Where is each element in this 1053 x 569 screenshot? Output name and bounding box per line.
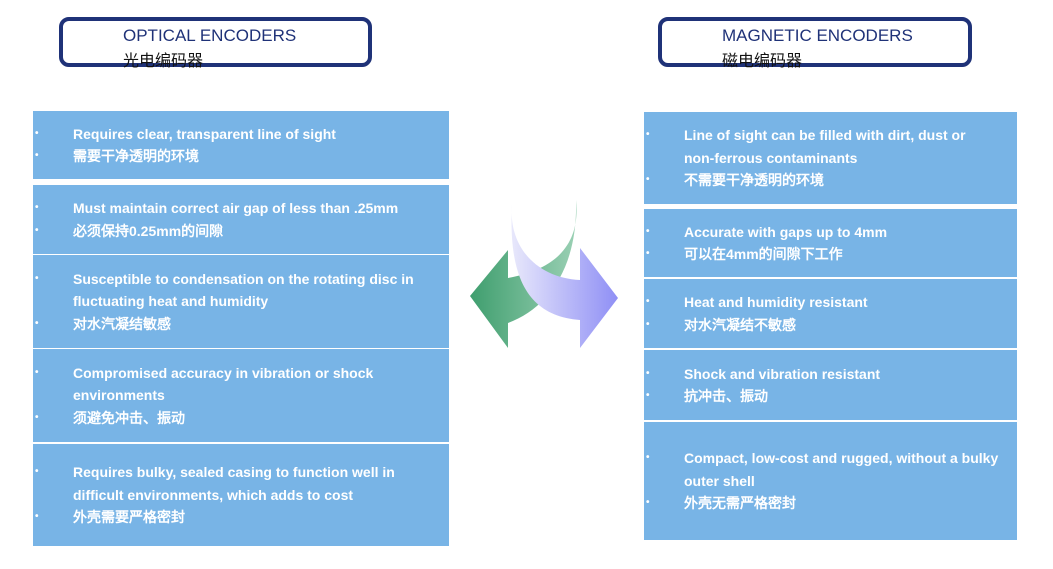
optical-item: Requires bulky, sealed casing to functio… [33,444,449,546]
magnetic-item: Shock and vibration resistant抗冲击、振动 [644,350,1017,420]
item-line: Line of sight can be filled with dirt, d… [644,124,1017,147]
magnetic-item: Heat and humidity resistant对水汽凝结不敏感 [644,279,1017,348]
optical-item: Susceptible to condensation on the rotat… [33,255,449,348]
item-line: 可以在4mm的间隙下工作 [644,243,1017,266]
item-line: 外壳需要严格密封 [33,506,449,529]
item-line: 对水汽凝结敏感 [33,313,449,336]
item-line: Compromised accuracy in vibration or sho… [33,362,449,385]
exchange-arrows-icon [470,200,618,348]
item-line: 不需要干净透明的环境 [644,169,1017,192]
magnetic-item: Line of sight can be filled with dirt, d… [644,112,1017,204]
optical-item: Must maintain correct air gap of less th… [33,185,449,254]
item-line: Heat and humidity resistant [644,291,1017,314]
optical-title: OPTICAL ENCODERS [123,26,297,45]
item-line: 须避免冲击、振动 [33,407,449,430]
item-line: 需要干净透明的环境 [33,145,449,168]
item-line: fluctuating heat and humidity [73,293,269,310]
optical-item: Requires clear, transparent line of sigh… [33,111,449,179]
item-line: 对水汽凝结不敏感 [644,314,1017,337]
item-line: Shock and vibration resistant [644,363,1017,386]
magnetic-item: Compact, low-cost and rugged, without a … [644,422,1017,540]
item-line: difficult environments, which adds to co… [73,486,354,503]
item-line: Requires clear, transparent line of sigh… [33,123,449,146]
item-line: environments [73,387,165,404]
magnetic-title: MAGNETIC ENCODERS [722,26,913,45]
purple-arrow [511,204,618,348]
optical-item: Compromised accuracy in vibration or sho… [33,349,449,442]
item-line: outer shell [684,472,755,489]
magnetic-title-zh: 磁电编码器 [722,51,803,70]
green-arrow [470,200,577,348]
item-line: non-ferrous contaminants [684,149,858,166]
item-line: 必须保持0.25mm的间隙 [33,220,449,243]
item-line: Susceptible to condensation on the rotat… [33,268,449,291]
magnetic-item: Accurate with gaps up to 4mm可以在4mm的间隙下工作 [644,209,1017,277]
item-line: Compact, low-cost and rugged, without a … [644,447,1017,470]
optical-title-zh: 光电编码器 [123,51,204,70]
item-line: 抗冲击、振动 [644,385,1017,408]
item-line: Requires bulky, sealed casing to functio… [33,461,449,484]
item-line: Must maintain correct air gap of less th… [33,197,449,220]
item-line: 外壳无需严格密封 [644,492,1017,515]
optical-header: OPTICAL ENCODERS 光电编码器 [59,17,372,70]
magnetic-header: MAGNETIC ENCODERS 磁电编码器 [658,17,972,70]
item-line: Accurate with gaps up to 4mm [644,221,1017,244]
